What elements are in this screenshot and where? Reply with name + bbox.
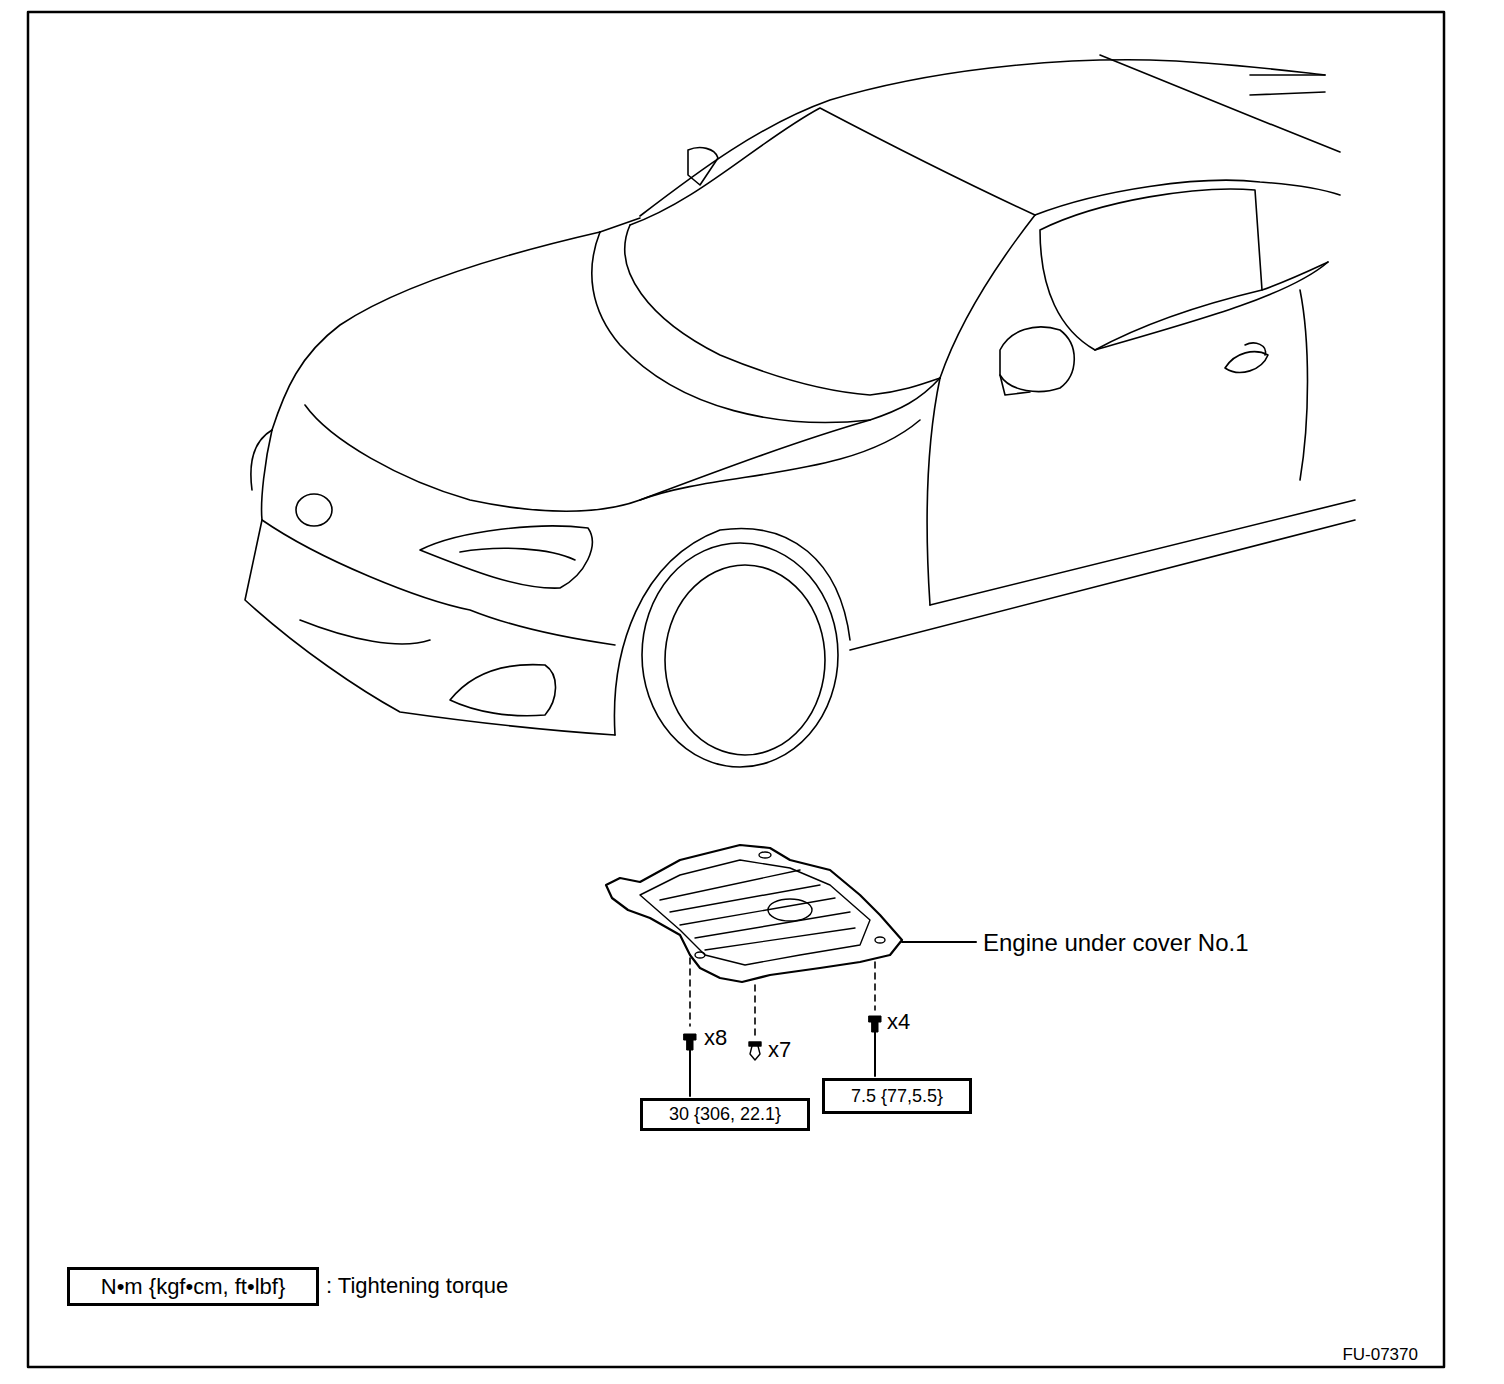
legend-unit-box: N•m {kgf•cm, ft•lbf} bbox=[67, 1267, 319, 1306]
engine-under-cover bbox=[606, 845, 902, 982]
car-body bbox=[245, 55, 1355, 767]
clip-symbol bbox=[749, 1042, 761, 1060]
quantity: x7 bbox=[768, 1038, 791, 1062]
legend-text: : Tightening torque bbox=[326, 1274, 508, 1298]
torque-value: N•m {kgf•cm, ft•lbf} bbox=[101, 1274, 286, 1300]
torque-value: 30 {306, 22.1} bbox=[669, 1104, 781, 1125]
install-direction-line bbox=[690, 958, 875, 1036]
figure-number: FU-07370 bbox=[1342, 1346, 1418, 1365]
torque-box: 7.5 {77,5.5} bbox=[822, 1078, 972, 1114]
quantity: x4 bbox=[887, 1010, 910, 1034]
part-name: Engine under cover No.1 bbox=[983, 930, 1249, 956]
torque-value: 7.5 {77,5.5} bbox=[851, 1086, 943, 1107]
frame bbox=[28, 12, 1444, 1367]
quantity: x8 bbox=[704, 1026, 727, 1050]
torque-box: 30 {306, 22.1} bbox=[640, 1098, 810, 1131]
leader-line bbox=[690, 942, 976, 1096]
